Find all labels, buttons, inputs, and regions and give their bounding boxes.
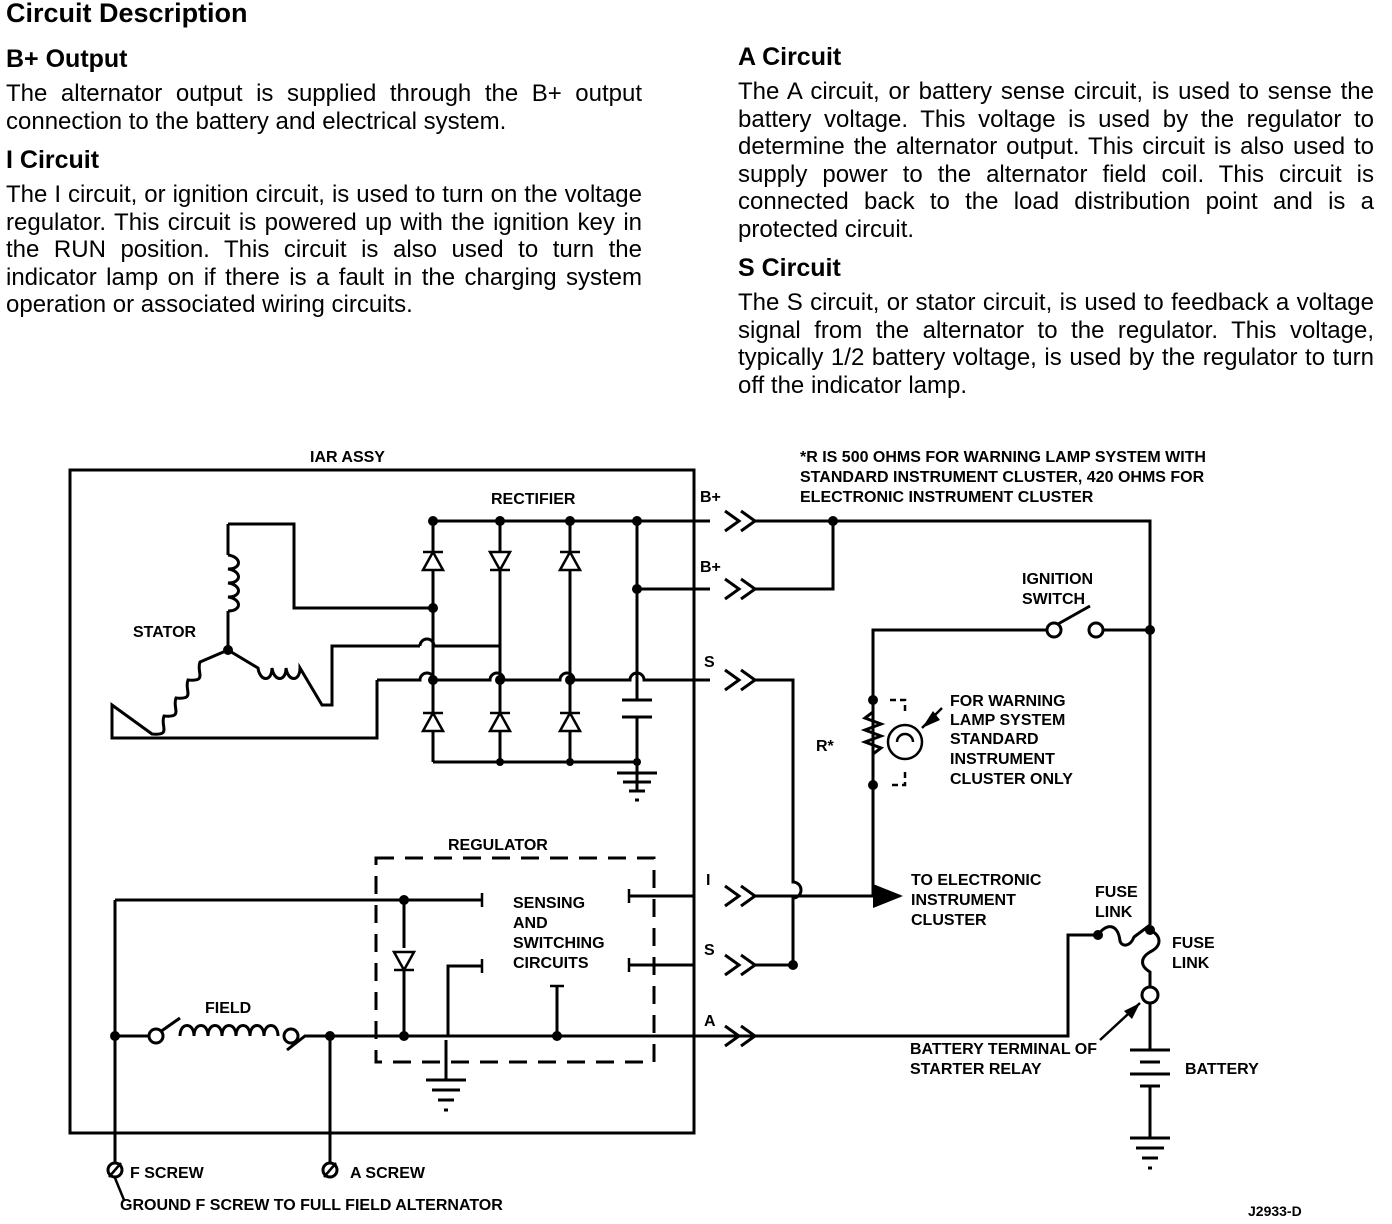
stator-windings	[110, 522, 433, 740]
lamp-note-line-4: INSTRUMENT	[950, 751, 1055, 768]
sensing-label-line-4: CIRCUITS	[513, 955, 589, 972]
terminal-b-plus-1-label: B+	[700, 489, 721, 506]
diode-lower-3	[557, 710, 583, 733]
regulator-label: REGULATOR	[448, 837, 548, 854]
diagram-labels: IAR ASSY RECTIFIER STATOR REGULATOR SENS…	[120, 449, 1302, 1219]
diode-upper-2	[487, 550, 513, 573]
iar-assy-label: IAR ASSY	[310, 449, 385, 466]
b-plus-output-heading: B+ Output	[6, 45, 128, 73]
ignition-switch-label-1: IGNITION	[1022, 571, 1093, 588]
sensing-label-line-2: AND	[513, 915, 548, 932]
i-circuit-heading: I Circuit	[6, 146, 100, 174]
fuse-link-1-label-2: LINK	[1095, 904, 1133, 921]
fuse-link-2-label-2: LINK	[1172, 955, 1210, 972]
sensing-label-line-3: SWITCHING	[513, 935, 605, 952]
lamp-note-line-1: FOR WARNING	[950, 693, 1066, 710]
rectifier-label: RECTIFIER	[491, 491, 576, 508]
rectifier-bridge	[377, 516, 710, 802]
s-circuit-body: The S circuit, or stator circuit, is use…	[738, 289, 1374, 399]
battery-terminal-label-2: STARTER RELAY	[910, 1061, 1042, 1078]
a-circuit-heading: A Circuit	[738, 43, 842, 71]
terminal-s-2-label: S	[704, 942, 715, 959]
r-note-line-3: ELECTRONIC INSTRUMENT CLUSTER	[800, 489, 1094, 506]
f-screw-label: F SCREW	[130, 1165, 205, 1182]
terminal-a-label: A	[704, 1013, 716, 1030]
field-coil	[106, 900, 694, 1201]
fuse-link-2-label-1: FUSE	[1172, 935, 1215, 952]
diode-lower-2	[487, 710, 513, 733]
electronic-cluster-label-2: INSTRUMENT	[911, 892, 1016, 909]
r-note-line-2: STANDARD INSTRUMENT CLUSTER, 420 OHMS FO…	[800, 469, 1205, 486]
lamp-note-line-5: CLUSTER ONLY	[950, 771, 1073, 788]
a-circuit-body: The A circuit, or battery sense circuit,…	[738, 78, 1374, 243]
stator-neutral-node	[223, 645, 233, 655]
stator-label: STATOR	[133, 624, 197, 641]
connector-chevrons	[724, 509, 758, 1048]
a-screw-label: A SCREW	[350, 1165, 426, 1182]
diode-upper-3	[557, 549, 583, 572]
battery-terminal-label-1: BATTERY TERMINAL OF	[910, 1041, 1097, 1058]
external-wiring	[694, 516, 1170, 1170]
terminal-s-1-label: S	[704, 654, 715, 671]
fuse-link-1-label-1: FUSE	[1095, 884, 1138, 901]
iar-assembly-box	[68, 468, 696, 1135]
right-column: A Circuit The A circuit, or battery sens…	[738, 42, 1374, 409]
ground-note-label: GROUND F SCREW TO FULL FIELD ALTERNATOR	[120, 1197, 503, 1214]
regulator-block	[115, 856, 694, 1112]
lamp-note-line-2: LAMP SYSTEM	[950, 712, 1065, 729]
electronic-cluster-label-3: CLUSTER	[911, 912, 987, 929]
ignition-switch-label-2: SWITCH	[1022, 591, 1085, 608]
terminal-b-plus-2-label: B+	[700, 559, 721, 576]
resistor-label: R*	[816, 738, 835, 755]
terminal-i-label: I	[706, 872, 710, 889]
sensing-label-line-1: SENSING	[513, 895, 585, 912]
lamp-note-line-3: STANDARD	[950, 731, 1039, 748]
diode-upper-1	[420, 549, 446, 572]
r-note-line-1: *R IS 500 OHMS FOR WARNING LAMP SYSTEM W…	[800, 449, 1206, 466]
s-circuit-heading: S Circuit	[738, 254, 841, 282]
figure-id-label: J2933-D	[1248, 1203, 1302, 1219]
diode-lower-1	[420, 710, 446, 733]
b-plus-output-body: The alternator output is supplied throug…	[6, 80, 642, 135]
i-circuit-body: The I circuit, or ignition circuit, is u…	[6, 181, 642, 318]
left-column: B+ Output The alternator output is suppl…	[6, 44, 642, 329]
battery-label: BATTERY	[1185, 1061, 1259, 1078]
electronic-cluster-label-1: TO ELECTRONIC	[911, 872, 1042, 889]
page-title: Circuit Description	[6, 0, 248, 28]
field-label: FIELD	[205, 1000, 251, 1017]
